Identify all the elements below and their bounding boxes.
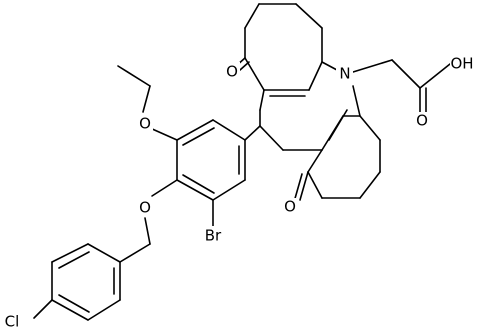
- bond: [58, 251, 90, 269]
- bond: [359, 115, 381, 141]
- bond: [244, 3, 260, 29]
- bond: [307, 171, 323, 199]
- bond: [119, 243, 151, 263]
- bond: [144, 217, 151, 245]
- bond: [182, 174, 215, 194]
- atom-Cl: Cl: [5, 313, 20, 331]
- bond: [212, 119, 246, 141]
- bond: [151, 179, 178, 197]
- bond: [307, 149, 323, 173]
- atom-N10: N: [339, 65, 350, 83]
- bond: [259, 89, 265, 111]
- bond: [87, 243, 121, 263]
- bond: [293, 173, 303, 203]
- atom-Br: Br: [205, 227, 222, 245]
- bond: [239, 61, 250, 71]
- bond: [295, 3, 323, 29]
- bond: [212, 179, 246, 201]
- bond: [352, 59, 393, 73]
- bond: [308, 61, 323, 91]
- bond: [259, 125, 284, 151]
- bond: [176, 179, 214, 201]
- bond: [58, 294, 90, 313]
- atom-O-ethoxy: O: [139, 115, 151, 133]
- bond: [244, 125, 261, 141]
- bond: [321, 61, 338, 71]
- bond: [359, 171, 381, 199]
- bond: [33, 299, 53, 319]
- bond: [352, 85, 361, 117]
- bond: [149, 127, 178, 141]
- bond: [142, 85, 151, 113]
- atom-O-carbonyl-acid: O: [416, 112, 428, 130]
- atom-O-ketone-top: O: [226, 63, 238, 81]
- bond: [419, 63, 451, 89]
- bond: [328, 109, 348, 141]
- bond: [87, 299, 121, 321]
- bond: [182, 127, 215, 146]
- atom-O-ketone-bottom: O: [284, 198, 296, 216]
- bond: [391, 59, 421, 89]
- bond: [299, 171, 309, 201]
- atom-O-benzyloxy: O: [139, 199, 151, 217]
- bond: [117, 65, 151, 87]
- bond: [51, 243, 89, 263]
- bond: [51, 299, 89, 321]
- atom-OH: OH: [450, 55, 473, 73]
- bond: [176, 119, 214, 141]
